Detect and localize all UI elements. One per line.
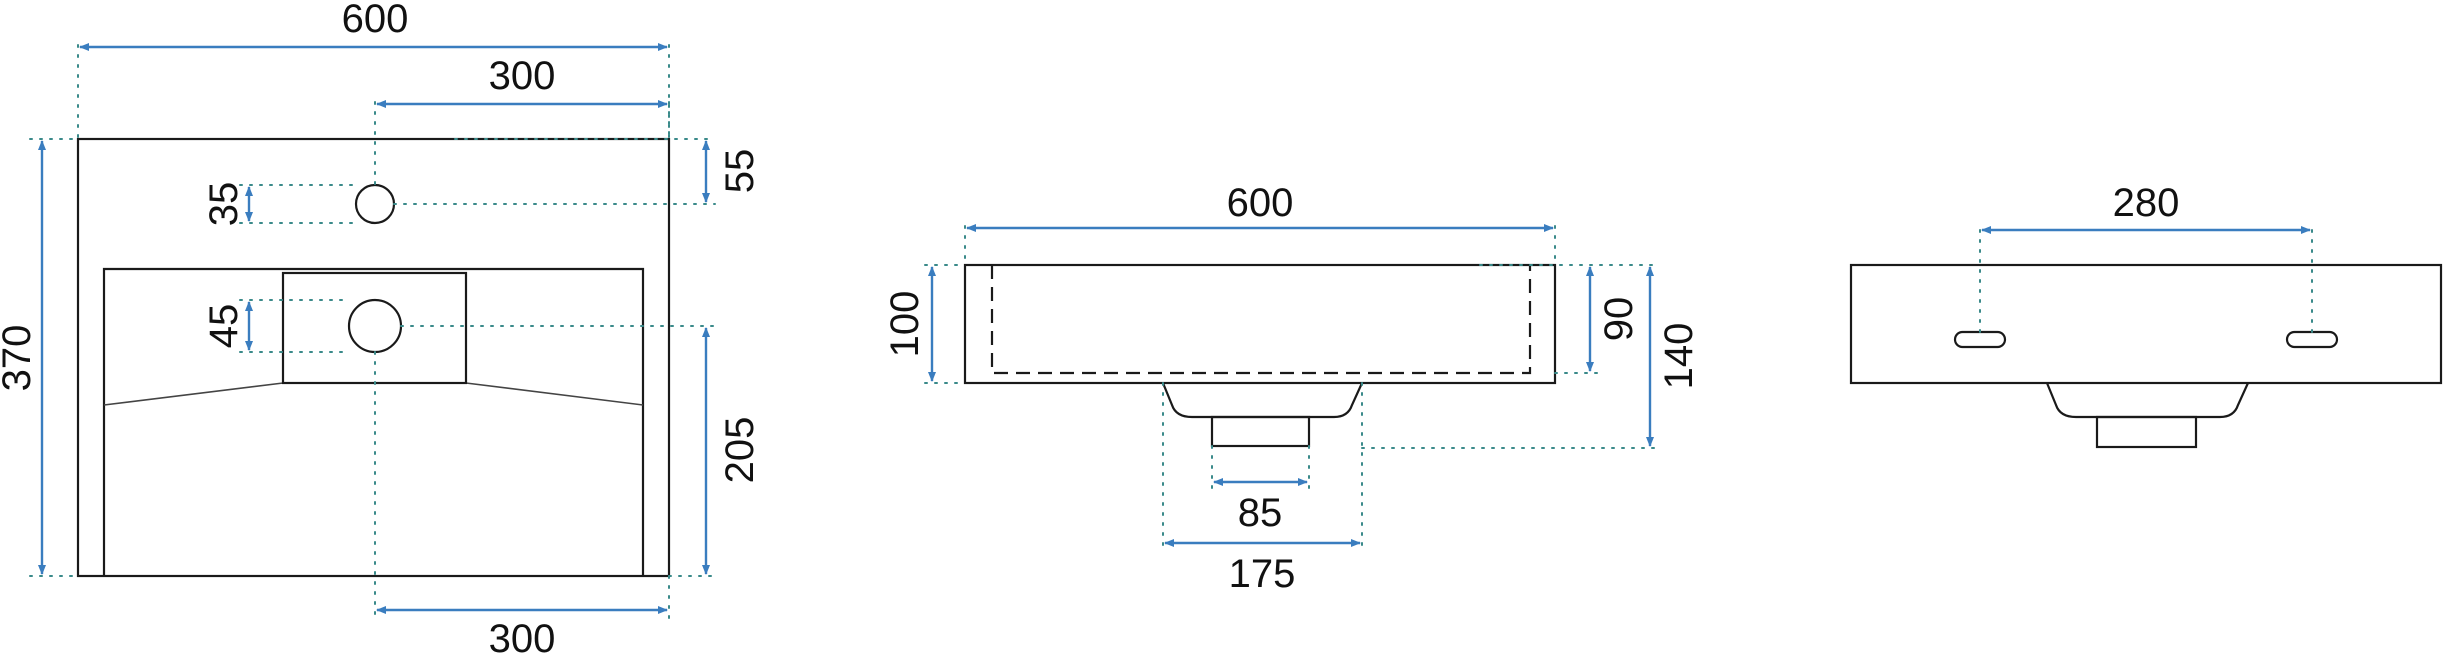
front-view: 600 100 90 140 85 175 <box>883 181 1701 596</box>
front-hidden-bowl <box>990 265 1532 375</box>
front-body-outline <box>963 263 1557 385</box>
dim-label-mount-spacing: 280 <box>2113 181 2180 225</box>
dim-label-tap-hole: 35 <box>202 182 246 227</box>
bowl-slope-line <box>103 382 644 406</box>
back-waste-outlet <box>2095 415 2198 449</box>
dim-label-waste-width: 85 <box>1238 491 1283 535</box>
mount-slot-right <box>2285 330 2339 349</box>
basin-outline <box>76 137 671 578</box>
back-view: 280 <box>1849 181 2443 449</box>
back-extension-lines <box>1979 229 2313 333</box>
front-extension-lines <box>924 225 1661 551</box>
dim-label-tap-offset: 300 <box>489 54 556 98</box>
dim-label-inner-depth: 90 <box>1597 297 1641 342</box>
front-waste-outlet <box>1210 415 1311 448</box>
drain-hole <box>347 298 403 354</box>
dim-label-width: 600 <box>342 0 409 41</box>
dim-label-tap-from-back: 55 <box>718 149 762 194</box>
dim-label-drain-offset: 300 <box>489 617 556 655</box>
top-view: 600 300 55 35 370 45 205 300 <box>0 0 762 655</box>
dim-label-depth: 370 <box>0 325 39 392</box>
drain-recess <box>281 271 468 385</box>
dim-label-drain-from-front: 205 <box>718 417 762 484</box>
dim-label-front-height: 100 <box>883 291 927 358</box>
top-extension-lines <box>29 44 716 621</box>
dim-label-total-height: 140 <box>1657 323 1701 390</box>
dim-label-front-width: 600 <box>1227 181 1294 225</box>
back-body-outline <box>1849 263 2443 385</box>
bowl-outline <box>102 267 645 576</box>
back-drain-body <box>2045 382 2250 419</box>
dim-label-drain-hole: 45 <box>202 304 246 349</box>
tap-hole <box>354 183 396 225</box>
front-drain-body <box>1161 382 1364 419</box>
dim-label-base-width: 175 <box>1229 552 1296 596</box>
mount-slot-left <box>1953 330 2007 349</box>
